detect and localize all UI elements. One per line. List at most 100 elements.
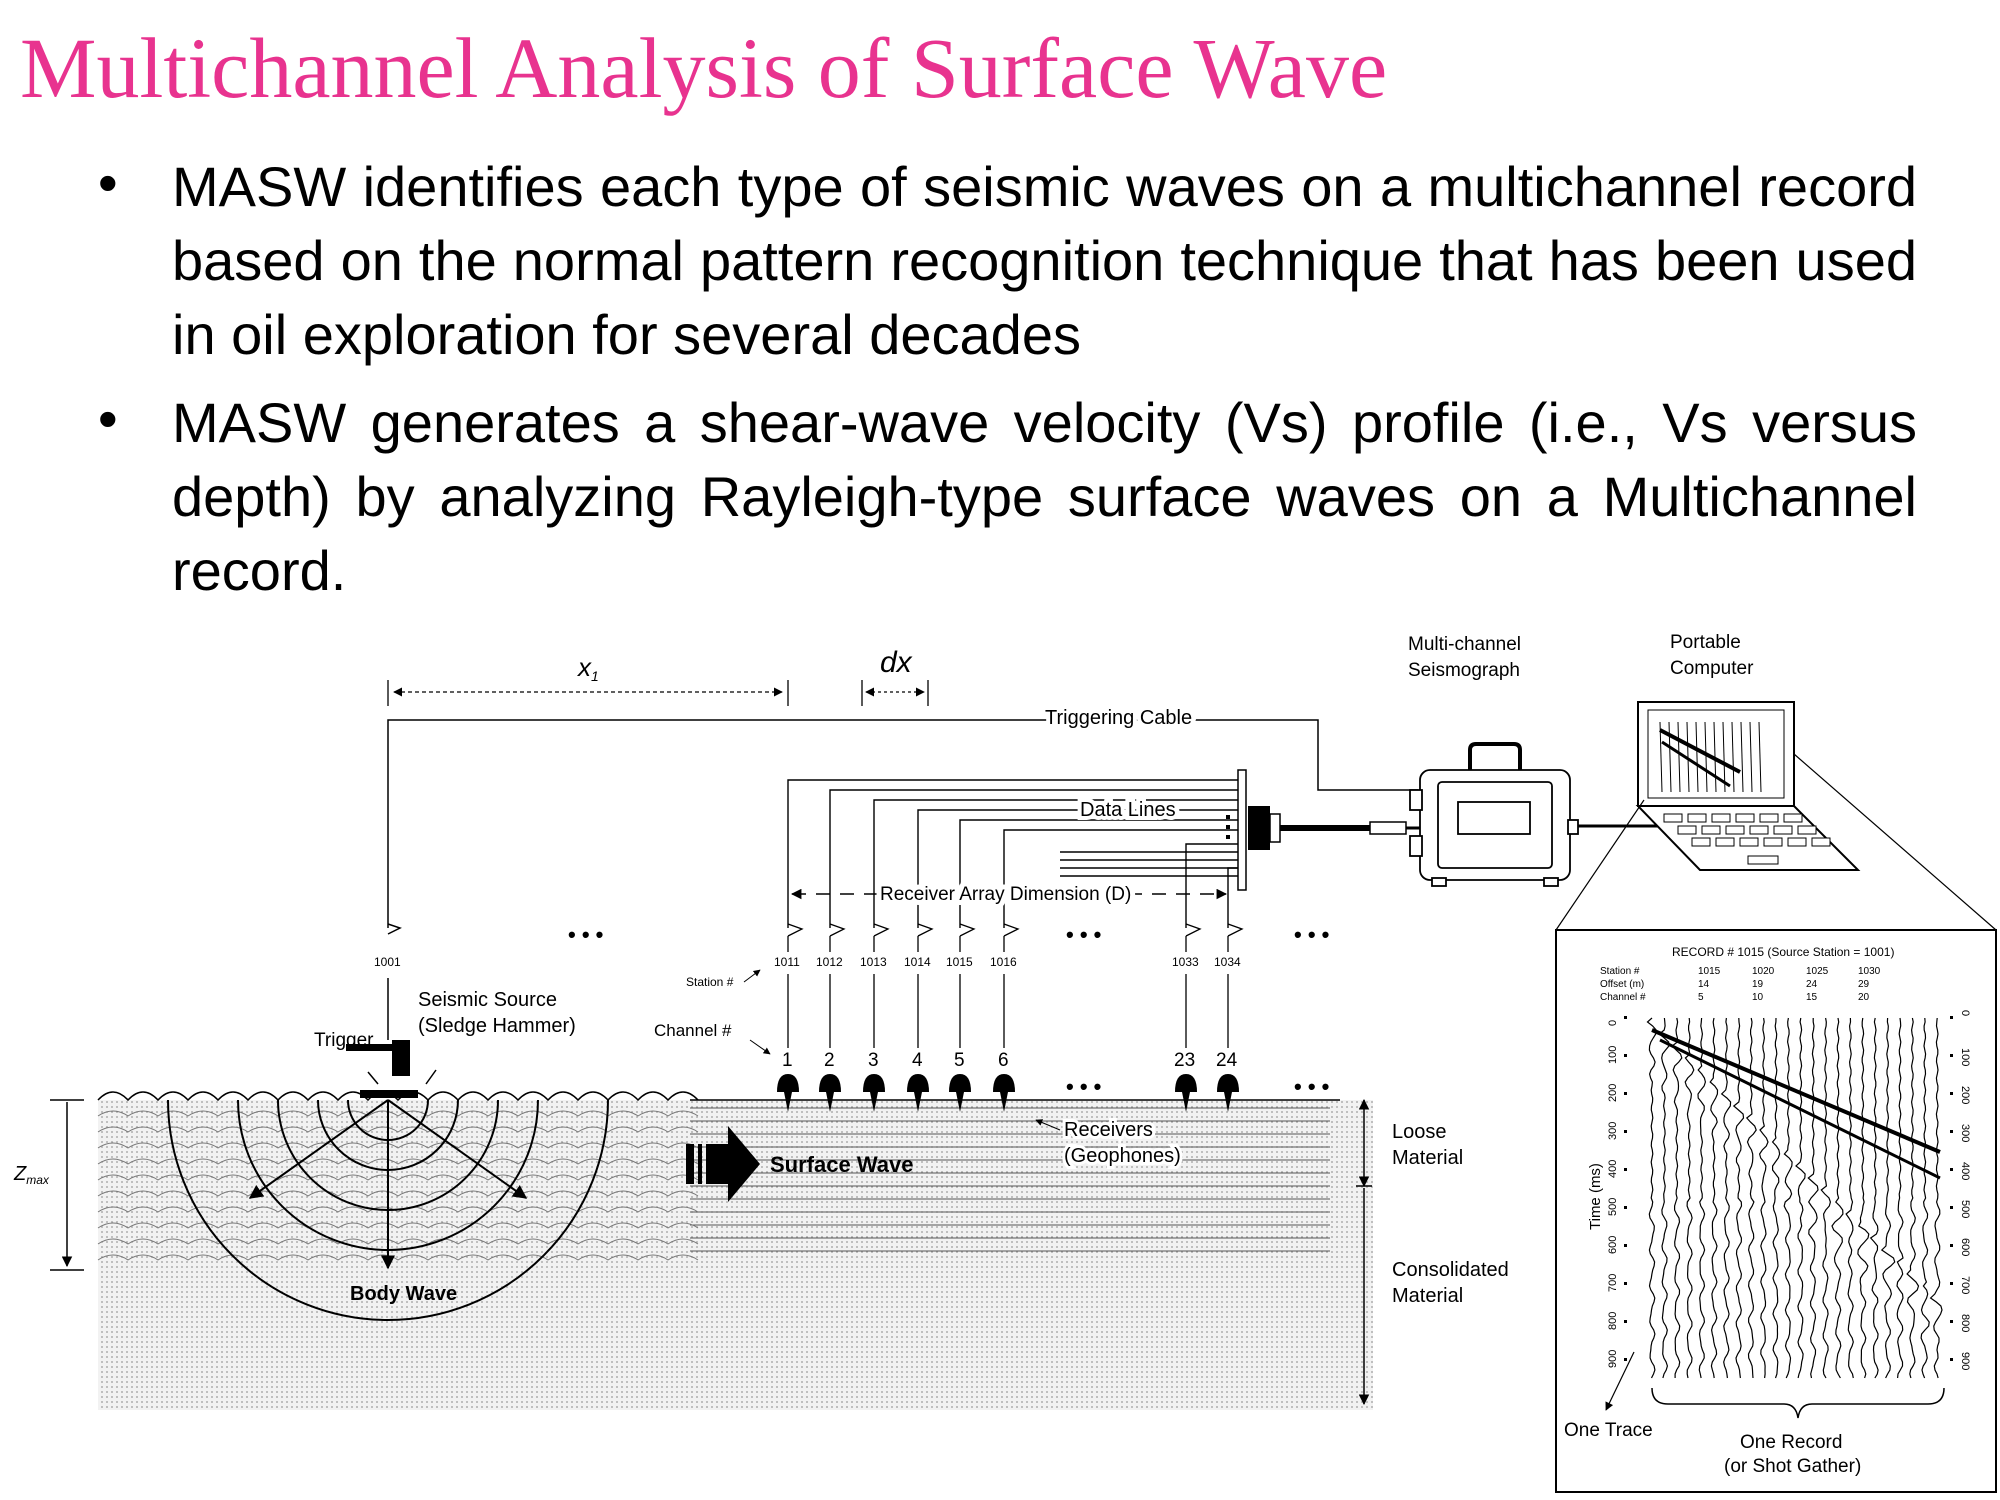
record-cell: 29 — [1858, 979, 1870, 990]
screen-trace — [1695, 721, 1699, 793]
station-number: 1012 — [816, 955, 843, 969]
wave-line — [97, 1126, 699, 1133]
consolidated-material-label-1: Consolidated — [1392, 1259, 1509, 1281]
seismic-trace — [1807, 1018, 1819, 1379]
laptop-key — [1811, 837, 1831, 847]
seismic-trace — [1896, 1017, 1904, 1379]
station-flag — [787, 923, 804, 937]
seismic-trace — [1684, 1017, 1695, 1379]
record-cell: 5 — [1698, 992, 1704, 1003]
record-cell: 1015 — [1698, 966, 1721, 977]
seismic-trace — [1929, 1017, 1943, 1379]
time-axis-label: Time (ms) — [1587, 1163, 1604, 1230]
seismograph-device — [1409, 742, 1579, 887]
time-tick-right: 0 — [1959, 1010, 1971, 1016]
seismic-trace — [1820, 1017, 1832, 1379]
receiver-array-label: Receiver Array Dimension (D) — [880, 884, 1131, 905]
channel-number: 1 — [782, 1050, 793, 1071]
data-line — [917, 809, 1238, 928]
tick-mark — [1624, 1092, 1627, 1095]
geophone-spike — [784, 1092, 792, 1112]
ground-layer-lines — [690, 1099, 1340, 1252]
seismic-trace — [1795, 1017, 1806, 1379]
data-line — [1227, 867, 1238, 928]
tick-mark — [1950, 1320, 1953, 1323]
station-number: 1013 — [860, 955, 887, 969]
screen-trace — [1704, 721, 1708, 793]
trigger-label: Trigger — [314, 1030, 374, 1051]
portable-computer — [1635, 701, 1861, 871]
x1-label: x1 — [576, 652, 599, 684]
time-tick-right: 100 — [1959, 1048, 1971, 1066]
surface-wave-label: Surface Wave — [770, 1152, 913, 1177]
wave-line — [97, 1142, 699, 1149]
time-tick-left: 900 — [1607, 1350, 1619, 1368]
tick-mark — [1624, 1016, 1627, 1019]
channel-number: 24 — [1216, 1050, 1238, 1071]
station-flag — [873, 923, 890, 937]
record-title: RECORD # 1015 (Source Station = 1001) — [1672, 945, 1894, 959]
tick-mark — [1950, 1244, 1953, 1247]
x1-dimension — [387, 680, 929, 706]
tick-mark — [1950, 1016, 1953, 1019]
wave-line — [97, 1110, 699, 1117]
time-tick-left: 400 — [1607, 1160, 1619, 1178]
geophone-spike — [1224, 1092, 1232, 1112]
zmax-label: Zmax — [13, 1163, 50, 1187]
seismic-source-label-2: (Sledge Hammer) — [418, 1015, 576, 1037]
time-tick-left: 700 — [1607, 1274, 1619, 1292]
geophone — [863, 1074, 885, 1092]
station-number: 1015 — [946, 955, 973, 969]
receiver-station: 1015 5 — [946, 923, 976, 1112]
tick-mark — [1624, 1130, 1627, 1133]
seismic-trace — [1831, 1017, 1844, 1379]
ellipsis-5: • • • — [1294, 1074, 1329, 1099]
record-cell: 10 — [1752, 992, 1764, 1003]
laptop-key — [1725, 825, 1745, 835]
tick-mark — [1624, 1282, 1627, 1285]
tick-mark — [1950, 1130, 1953, 1133]
station-number-label: Station # — [686, 975, 734, 989]
triggering-cable — [387, 719, 1418, 1040]
record-cell: 24 — [1806, 979, 1818, 990]
seismograph-label-2: Seismograph — [1408, 660, 1520, 681]
cable-connector — [1226, 769, 1420, 891]
time-tick-left: 200 — [1607, 1084, 1619, 1102]
geophone — [907, 1074, 929, 1092]
data-line — [873, 799, 1238, 928]
bullet-marker-1: • — [98, 151, 118, 214]
record-cell: 19 — [1752, 979, 1764, 990]
geophone — [1217, 1074, 1239, 1092]
time-tick-right: 700 — [1959, 1276, 1971, 1294]
time-tick-right: 800 — [1959, 1314, 1971, 1332]
tick-mark — [1950, 1092, 1953, 1095]
time-tick-left: 600 — [1607, 1236, 1619, 1254]
station-flag — [1185, 923, 1202, 937]
dx-label: dx — [880, 646, 913, 679]
ellipsis-2: • • • — [1066, 922, 1101, 947]
laptop-key — [1739, 837, 1759, 847]
laptop-key — [1691, 837, 1711, 847]
wave-line — [97, 1254, 699, 1261]
channel-number: 5 — [954, 1050, 965, 1071]
record-cell: 1020 — [1752, 966, 1775, 977]
station-pointer — [743, 969, 761, 983]
seismic-trace — [1783, 1017, 1793, 1379]
seismograph-label-1: Multi-channel — [1408, 634, 1521, 655]
tick-mark — [1624, 1320, 1627, 1323]
laptop-trackpad — [1747, 855, 1779, 865]
screen-trace — [1740, 721, 1744, 793]
laptop-key — [1687, 813, 1707, 823]
sledge-hammer — [346, 1040, 437, 1098]
tick-mark — [1950, 1358, 1953, 1361]
geophone — [949, 1074, 971, 1092]
laptop-key — [1711, 813, 1731, 823]
seismic-trace — [1709, 1017, 1719, 1379]
time-tick-right: 900 — [1959, 1352, 1971, 1370]
geophone — [993, 1074, 1015, 1092]
seismic-trace — [1869, 1017, 1879, 1379]
laptop-key — [1715, 837, 1735, 847]
